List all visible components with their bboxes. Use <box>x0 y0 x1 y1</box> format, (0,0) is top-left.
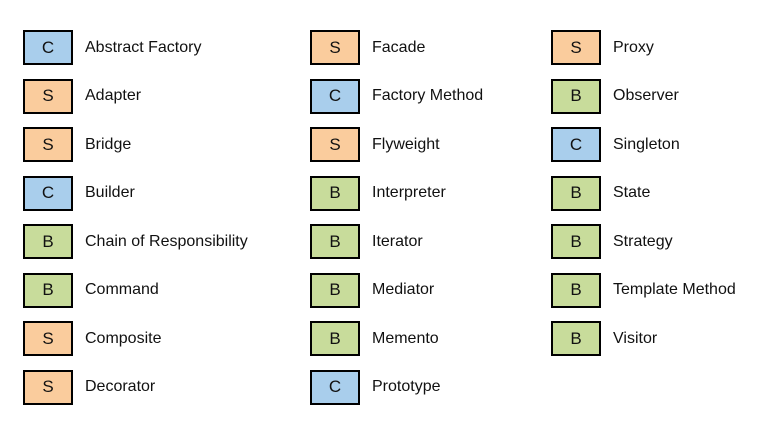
category-badge: S <box>310 30 360 65</box>
category-badge: C <box>23 30 73 65</box>
legend-item: B State <box>551 175 736 211</box>
pattern-name-label: Iterator <box>372 232 423 250</box>
legend-item: B Memento <box>310 321 483 356</box>
pattern-name-label: Bridge <box>85 135 132 153</box>
pattern-name-label: Composite <box>85 329 162 347</box>
category-badge: B <box>551 321 601 356</box>
legend-item: C Builder <box>23 175 248 211</box>
category-badge: S <box>23 127 73 162</box>
pattern-name-label: Command <box>85 281 159 298</box>
legend-item: C Factory Method <box>310 78 484 114</box>
category-badge: B <box>551 272 601 308</box>
category-badge: B <box>551 224 601 259</box>
pattern-name-label: State <box>613 184 651 201</box>
legend-item: C Abstract Factory <box>23 30 248 65</box>
pattern-column-2: S Facade C Factory Method S Flyweight B … <box>310 30 483 405</box>
legend-item: S Composite <box>23 321 248 356</box>
category-badge: B <box>23 272 73 308</box>
pattern-name-label: Factory Method <box>372 87 484 104</box>
pattern-name-label: Chain of Responsibility <box>85 232 248 250</box>
pattern-name-label: Singleton <box>613 135 680 153</box>
category-badge: B <box>23 224 73 259</box>
pattern-name-label: Builder <box>85 184 135 201</box>
category-badge: C <box>551 127 601 162</box>
category-badge: S <box>23 369 73 405</box>
legend-item: C Singleton <box>551 127 736 162</box>
legend-item: S Flyweight <box>310 127 483 162</box>
pattern-name-label: Template Method <box>613 281 736 298</box>
category-badge: B <box>551 78 601 114</box>
category-badge: B <box>310 224 360 259</box>
legend-item: S Proxy <box>551 30 736 65</box>
pattern-column-1: C Abstract Factory S Adapter S Bridge C … <box>23 30 248 405</box>
legend-item: B Command <box>23 272 248 308</box>
pattern-name-label: Prototype <box>372 378 441 395</box>
pattern-name-label: Flyweight <box>372 135 440 153</box>
legend-item: B Visitor <box>551 321 736 356</box>
category-badge: B <box>310 321 360 356</box>
legend-item: B Strategy <box>551 224 736 259</box>
legend-item: B Template Method <box>551 272 736 308</box>
pattern-name-label: Proxy <box>613 38 654 56</box>
category-badge: C <box>310 369 360 405</box>
category-badge: C <box>23 175 73 211</box>
category-badge: B <box>551 175 601 211</box>
category-badge: B <box>310 272 360 308</box>
legend-item: S Decorator <box>23 369 248 405</box>
pattern-name-label: Memento <box>372 329 439 347</box>
pattern-name-label: Facade <box>372 38 426 56</box>
legend-item: B Mediator <box>310 272 483 308</box>
category-badge: C <box>310 78 360 114</box>
category-badge: B <box>310 175 360 211</box>
pattern-name-label: Visitor <box>613 329 658 347</box>
legend-item: B Iterator <box>310 224 483 259</box>
pattern-name-label: Decorator <box>85 378 156 395</box>
pattern-name-label: Abstract Factory <box>85 38 202 56</box>
pattern-name-label: Adapter <box>85 87 142 104</box>
pattern-name-label: Interpreter <box>372 184 446 201</box>
legend-item: C Prototype <box>310 369 483 405</box>
category-badge: S <box>23 321 73 356</box>
legend-item: S Facade <box>310 30 483 65</box>
category-badge: S <box>23 78 73 114</box>
pattern-column-3: S Proxy B Observer C Singleton B State B… <box>551 30 736 356</box>
pattern-name-label: Mediator <box>372 281 435 298</box>
legend-item: S Bridge <box>23 127 248 162</box>
legend-item: B Chain of Responsibility <box>23 224 248 259</box>
category-badge: S <box>310 127 360 162</box>
legend-item: B Observer <box>551 78 736 114</box>
pattern-name-label: Observer <box>613 87 679 104</box>
pattern-name-label: Strategy <box>613 232 673 250</box>
legend-item: B Interpreter <box>310 175 483 211</box>
legend-item: S Adapter <box>23 78 248 114</box>
category-badge: S <box>551 30 601 65</box>
